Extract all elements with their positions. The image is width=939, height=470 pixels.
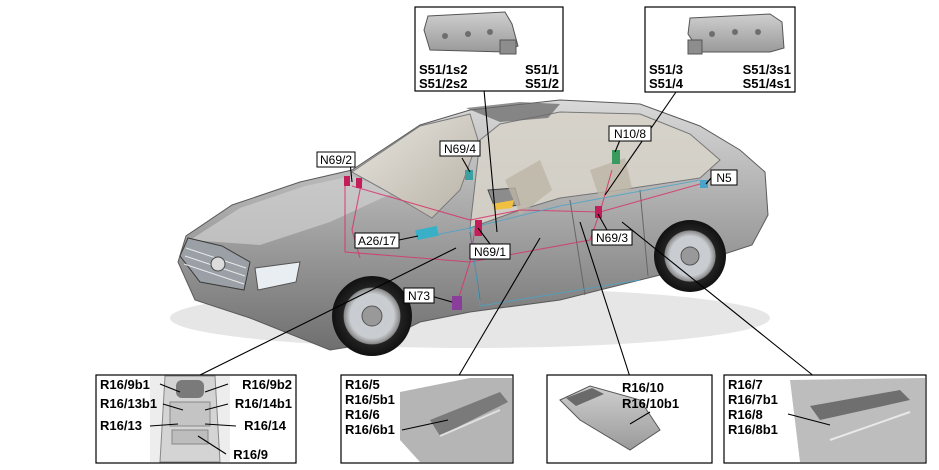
module-n69-4-marker <box>465 170 473 180</box>
label-r16-8b1: R16/8b1 <box>728 422 778 437</box>
label-s51-4s1: S51/4s1 <box>743 76 791 91</box>
label-s51-2: S51/2 <box>525 76 559 91</box>
module-n73-marker <box>452 296 462 310</box>
svg-text:N69/4: N69/4 <box>444 142 476 156</box>
label-r16-7: R16/7 <box>728 377 763 392</box>
svg-text:N69/2: N69/2 <box>320 153 352 167</box>
detail-panel-door-switch: R16/10 R16/10b1 <box>546 374 713 464</box>
label-s51-3: S51/3 <box>649 62 683 77</box>
module-n10-8-marker <box>612 150 620 164</box>
label-r16-8: R16/8 <box>728 407 763 422</box>
detail-panel-front-door: R16/5 R16/5b1 R16/6 R16/6b1 <box>340 374 514 464</box>
label-s51-3s1: S51/3s1 <box>743 62 791 77</box>
svg-text:A26/17: A26/17 <box>358 234 396 248</box>
detail-panel-rear-door: R16/7 R16/7b1 R16/8 R16/8b1 <box>723 374 927 464</box>
detail-panel-center-console: R16/9b1 R16/13b1 R16/13 R16/9b2 R16/14b1… <box>95 374 297 464</box>
switch-panel-front: S51/1s2 S51/2s2 S51/1 S51/2 <box>414 6 564 92</box>
callout-n5: N5 <box>710 169 738 186</box>
label-r16-14b1: R16/14b1 <box>235 396 292 411</box>
label-r16-13: R16/13 <box>100 418 142 433</box>
svg-text:N69/1: N69/1 <box>474 245 506 259</box>
svg-text:N5: N5 <box>716 171 732 185</box>
leader-lines <box>195 89 816 378</box>
label-s51-2s2: S51/2s2 <box>419 76 467 91</box>
label-r16-10: R16/10 <box>622 380 664 395</box>
label-r16-9b2: R16/9b2 <box>242 377 292 392</box>
label-s51-4: S51/4 <box>649 76 684 91</box>
svg-text:N69/3: N69/3 <box>596 231 628 245</box>
label-s51-1s2: S51/1s2 <box>419 62 467 77</box>
module-n69-3-marker <box>595 206 602 218</box>
module-n69-2-marker <box>344 176 350 186</box>
callout-n73: N73 <box>403 287 435 304</box>
star-emblem-icon <box>210 256 226 272</box>
module-a26-17-marker <box>415 225 439 241</box>
label-r16-10b1: R16/10b1 <box>622 396 679 411</box>
label-r16-13b1: R16/13b1 <box>100 396 157 411</box>
label-r16-9: R16/9 <box>233 447 268 462</box>
svg-text:N10/8: N10/8 <box>614 127 646 141</box>
label-r16-5b1: R16/5b1 <box>345 392 395 407</box>
label-r16-9b1: R16/9b1 <box>100 377 150 392</box>
callout-n69-2: N69/2 <box>316 151 356 168</box>
callout-n69-4: N69/4 <box>439 140 481 157</box>
label-r16-14: R16/14 <box>244 418 287 433</box>
callout-n10-8: N10/8 <box>608 125 652 142</box>
label-r16-6: R16/6 <box>345 407 380 422</box>
svg-text:N73: N73 <box>408 289 430 303</box>
callout-a26-17: A26/17 <box>354 232 400 249</box>
module-n5-marker <box>700 180 708 188</box>
label-r16-5: R16/5 <box>345 377 380 392</box>
label-r16-7b1: R16/7b1 <box>728 392 778 407</box>
callout-n69-1: N69/1 <box>469 243 511 260</box>
car-illustration <box>170 99 770 356</box>
label-s51-1: S51/1 <box>525 62 559 77</box>
callout-n69-3: N69/3 <box>591 229 633 246</box>
switch-panel-rear: S51/3 S51/4 S51/3s1 S51/4s1 <box>644 6 796 93</box>
label-r16-6b1: R16/6b1 <box>345 422 395 437</box>
